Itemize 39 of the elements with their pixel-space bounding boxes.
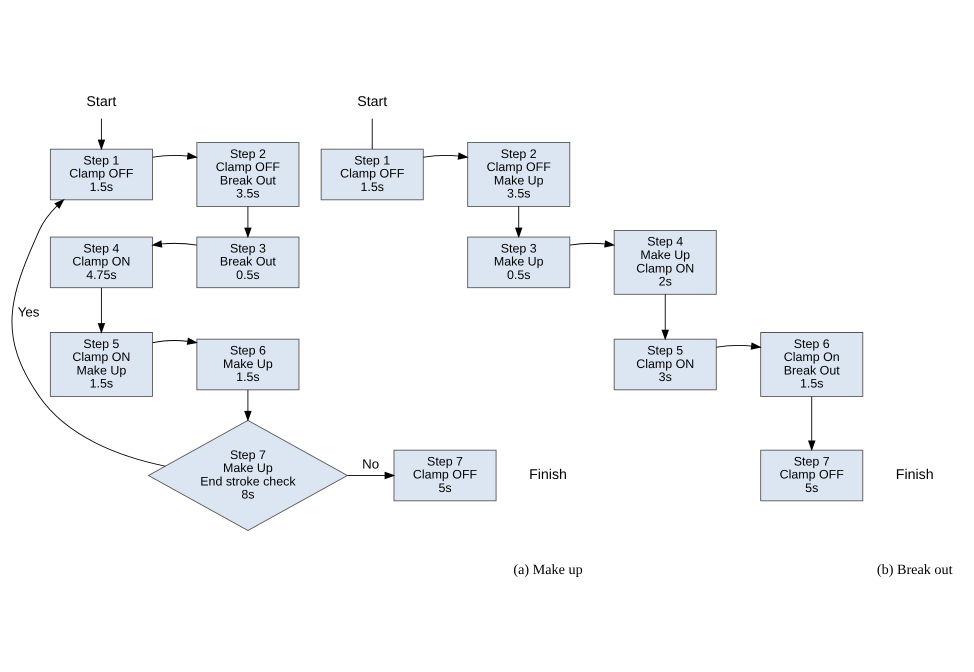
arrow [662, 294, 669, 340]
label: (b) Break out [876, 561, 953, 578]
arrow [151, 240, 197, 248]
arrow [244, 206, 252, 238]
node-box: Step 7 Clamp OFF 5s [394, 449, 497, 501]
node-box: Step 7 Clamp OFF 5s [760, 449, 864, 501]
node-box: Step 4 Clamp ON 4.75s [50, 236, 153, 288]
node-box: Step 1 Clamp OFF 1.5s [50, 148, 153, 200]
node-diamond: Step 7 Make Up End stroke check 8s [148, 419, 348, 531]
arrow [808, 396, 816, 451]
node-box: Step 2 Clamp OFF Make Up 3.5s [467, 142, 570, 206]
node-box: Step 3 Make Up 0.5s [467, 236, 570, 288]
node-box: Step 4 Make Up Clamp ON 2s [614, 229, 717, 294]
edge-label: Yes [18, 304, 40, 320]
label: (a) Make up [513, 561, 583, 578]
arrow [570, 240, 616, 248]
node-box: Step 6 Make Up 1.5s [196, 338, 300, 390]
arrow [98, 286, 106, 334]
arrow [716, 342, 762, 350]
arrow [152, 152, 198, 160]
node-text: Start [357, 93, 388, 110]
arrow [12, 198, 166, 466]
node-box: Step 1 Clamp OFF 1.5s [320, 148, 424, 200]
edge-label: No [362, 456, 380, 471]
node-label: Finish [896, 466, 934, 482]
arrow [152, 337, 198, 344]
node-label: Finish [529, 466, 567, 482]
node-text: Start [86, 93, 116, 110]
node-box: Step 2 Clamp OFF Break Out 3.5s [196, 142, 300, 206]
node-box: Step 3 Break Out 0.5s [196, 236, 300, 288]
arrow [98, 118, 106, 150]
arrow [347, 471, 396, 479]
node-box: Step 6 Clamp On Break Out 1.5s [760, 332, 864, 396]
node-box: Step 5 Clamp ON Make Up 1.5s [50, 332, 153, 396]
arrow [244, 388, 252, 422]
connector [372, 118, 373, 149]
arrow [423, 152, 469, 160]
node-box: Step 5 Clamp ON 3s [614, 338, 717, 390]
arrow [515, 206, 522, 238]
